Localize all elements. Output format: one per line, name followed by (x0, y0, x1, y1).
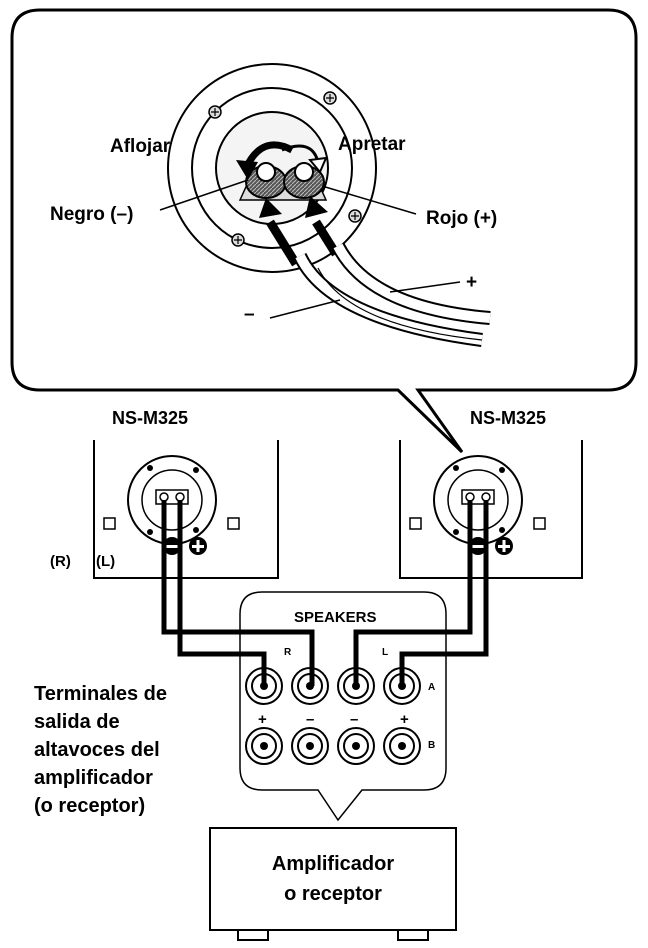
right-speaker (399, 440, 583, 579)
terminals-label-line: (o receptor) (34, 795, 145, 817)
channel-r-label: (R) (50, 553, 71, 570)
amplifier-label-line2: o receptor (284, 883, 382, 905)
left-speaker-model: NS-M325 (112, 408, 188, 428)
binding-post (337, 727, 375, 765)
left-speaker (93, 440, 279, 579)
amplifier-label-line1: Amplificador (272, 853, 394, 875)
panel-label-r: R (284, 647, 292, 658)
tighten-arrow-icon (281, 144, 328, 174)
binding-post (245, 727, 283, 765)
binding-post (383, 727, 421, 765)
screw-icon (323, 91, 337, 105)
black-negative-label: Negro (–) (50, 204, 133, 225)
red-terminal-knob (283, 162, 325, 199)
binding-posts (245, 667, 421, 765)
red-positive-label: Rojo (+) (426, 208, 497, 229)
amplifier-box (209, 827, 457, 941)
minus-terminal-icon (469, 537, 487, 555)
plus-label: + (466, 272, 477, 293)
minus-label: – (244, 304, 255, 325)
channel-l-label: (L) (96, 553, 115, 570)
speaker-cable (293, 242, 491, 347)
screw-icon (348, 209, 362, 223)
loosen-label: Aflojar (110, 136, 171, 157)
plus-terminal-icon (495, 537, 513, 555)
amp-terminal-panel (239, 591, 447, 822)
minus-terminal-icon (163, 537, 181, 555)
row-label-a: A (428, 682, 435, 693)
terminals-label-block: Terminales de salida de altavoces del am… (34, 683, 167, 817)
terminals-label-line: salida de (34, 711, 120, 733)
panel-plus-2: + (400, 711, 409, 728)
speakers-title: SPEAKERS (294, 609, 377, 626)
terminals-label-line: Terminales de (34, 683, 167, 705)
screw-icon (231, 233, 245, 247)
panel-label-l: L (382, 647, 388, 658)
terminal-plate-enlarged (159, 63, 491, 347)
panel-minus-1: – (306, 711, 314, 728)
row-label-b: B (428, 740, 435, 751)
insert-arrow-icon (259, 198, 300, 267)
plus-terminal-icon (189, 537, 207, 555)
binding-post (291, 727, 329, 765)
terminals-label-line: amplificador (34, 767, 153, 789)
screw-icon (208, 105, 222, 119)
speaker-wires (161, 500, 489, 686)
right-speaker-model: NS-M325 (470, 408, 546, 428)
panel-minus-2: – (350, 711, 358, 728)
panel-plus-1: + (258, 711, 267, 728)
terminals-label-line: altavoces del (34, 739, 160, 761)
tighten-label: Apretar (338, 134, 406, 155)
insert-arrow-icon (305, 196, 340, 257)
